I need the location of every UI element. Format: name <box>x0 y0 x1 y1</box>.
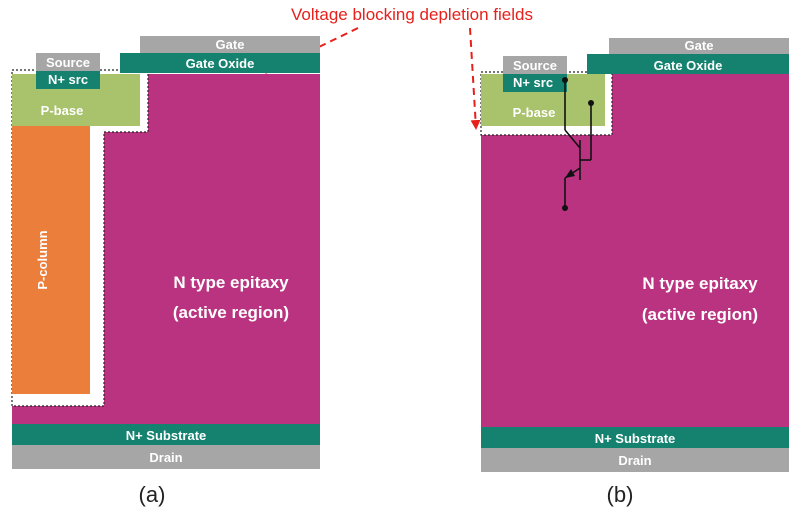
device-a: Drain N+ Substrate P-base N+ src Source … <box>11 36 320 507</box>
epitaxy-label-line2: (active region) <box>642 305 758 324</box>
gate-electrode <box>609 38 789 54</box>
n-src-region <box>36 70 100 89</box>
drain-label: Drain <box>618 453 651 468</box>
gate-oxide <box>587 54 789 74</box>
n-src-region <box>503 73 567 92</box>
n-src-label: N+ src <box>48 72 88 87</box>
substrate-region <box>12 424 320 445</box>
substrate-label: N+ Substrate <box>126 428 207 443</box>
gate-label: Gate <box>216 37 245 52</box>
bjt-node-bottom <box>562 205 568 211</box>
source-contact <box>36 53 100 71</box>
drain-label: Drain <box>149 450 182 465</box>
annotation-arrow-right <box>469 27 481 130</box>
p-base-label: P-base <box>513 105 556 120</box>
gate-label: Gate <box>685 38 714 53</box>
bjt-node-base <box>588 100 594 106</box>
annotation-title: Voltage blocking depletion fields <box>291 5 533 24</box>
n-src-label: N+ src <box>513 75 553 90</box>
epitaxy-label-line1: N type epitaxy <box>173 273 289 292</box>
source-contact <box>503 56 567 74</box>
gate-oxide <box>120 53 320 73</box>
source-label: Source <box>513 58 557 73</box>
bjt-node-top <box>562 77 568 83</box>
gate-electrode <box>140 36 320 53</box>
drain-region <box>481 448 789 472</box>
caption-a: (a) <box>139 482 166 507</box>
epitaxy-label-line2: (active region) <box>173 303 289 322</box>
device-b: Drain N+ Substrate P-base N+ src Source … <box>480 38 789 507</box>
source-label: Source <box>46 55 90 70</box>
gate-oxide-label: Gate Oxide <box>654 58 723 73</box>
bjt-emitter-arrow <box>565 169 575 178</box>
p-base-label: P-base <box>41 103 84 118</box>
substrate-label: N+ Substrate <box>595 431 676 446</box>
p-column-label: P-column <box>35 230 50 289</box>
gate-oxide-label: Gate Oxide <box>186 56 255 71</box>
caption-b: (b) <box>607 482 634 507</box>
substrate-region <box>481 427 789 448</box>
epitaxy-label-line1: N type epitaxy <box>642 274 758 293</box>
drain-region <box>12 445 320 469</box>
p-column-region <box>12 126 90 394</box>
parasitic-bjt-symbol <box>564 80 592 208</box>
